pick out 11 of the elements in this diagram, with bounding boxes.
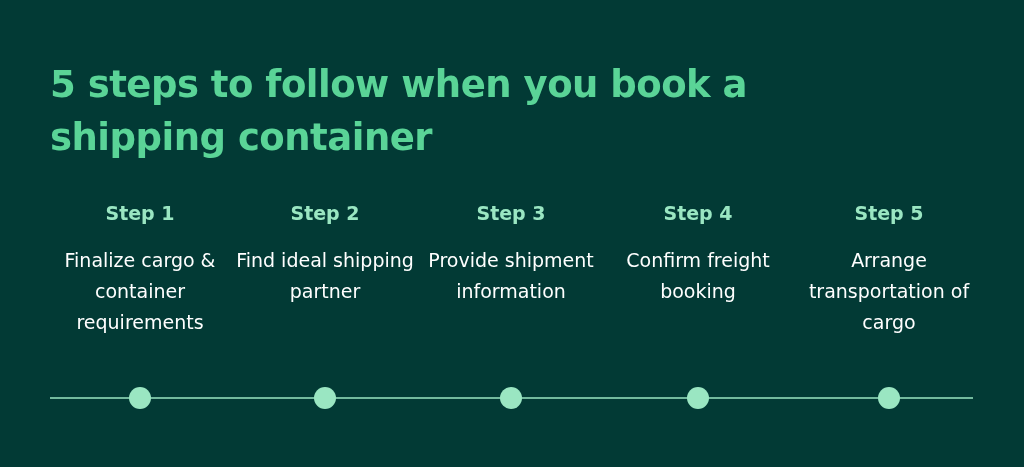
step-heading: Step 3 xyxy=(475,201,547,226)
step-description: Provide shipment information xyxy=(427,248,595,304)
step-description: Find ideal shipping partner xyxy=(235,248,415,304)
step-description: Finalize cargo & container requirements xyxy=(63,248,217,335)
step-heading: Step 5 xyxy=(853,201,925,226)
step-heading: Step 2 xyxy=(289,201,361,226)
step-heading: Step 1 xyxy=(104,201,176,226)
step-description: Arrange transportation of cargo xyxy=(807,248,971,335)
title: 5 steps to follow when you book a shipping container xyxy=(50,62,749,161)
step-heading: Step 4 xyxy=(662,201,734,226)
step-description: Confirm freight booking xyxy=(625,248,771,304)
